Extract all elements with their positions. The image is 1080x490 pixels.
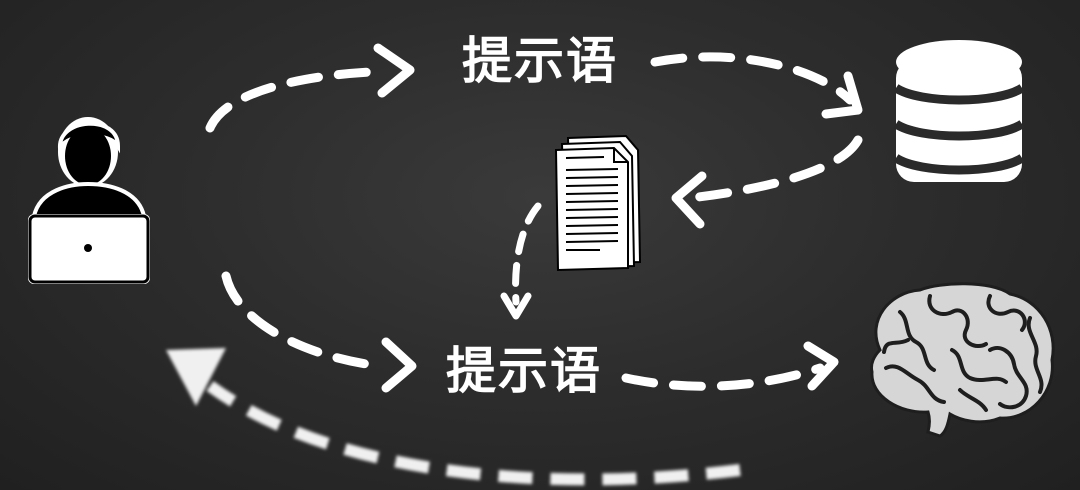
- prompt-label-top: 提示语: [462, 32, 618, 90]
- arrow-user-to-bottom-prompt: [221, 271, 417, 393]
- arrow-documents-to-prompt: [500, 202, 542, 320]
- arrow-database-to-documents: [671, 135, 863, 229]
- arrow-user-to-prompt: [205, 43, 415, 133]
- prompt-label-bottom: 提示语: [446, 342, 602, 400]
- arrow-prompt-to-brain: [621, 341, 839, 391]
- arrow-prompt-to-database: [650, 52, 863, 119]
- arrow-model-to-user: [166, 348, 741, 486]
